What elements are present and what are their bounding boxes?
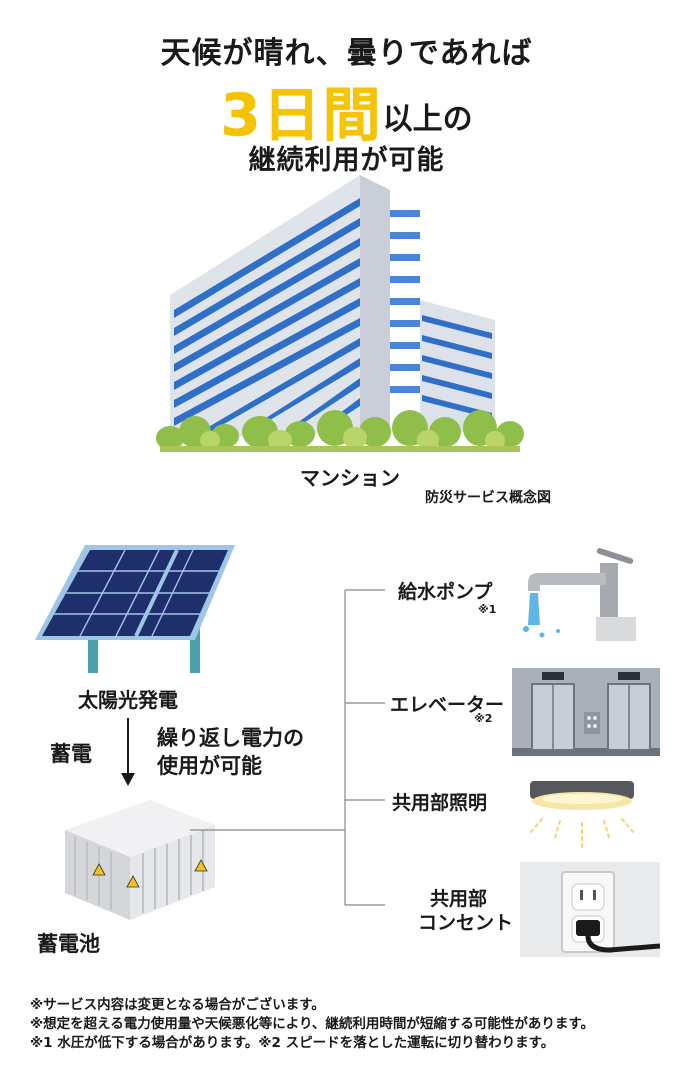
output-outlet-label-line1: 共用部 (430, 888, 488, 910)
reuse-label-line2: 使用が可能 (157, 754, 262, 778)
battery-illustration (65, 800, 215, 920)
output-water-pump-note: ※1 (478, 603, 497, 616)
headline-line2: 3日間以上の (0, 68, 693, 152)
output-lighting-label: 共用部照明 (392, 792, 488, 814)
headline-line3: 継続利用が可能 (248, 145, 445, 176)
solar-label: 太陽光発電 (78, 688, 178, 712)
output-outlet-label-line2: コンセント (418, 912, 514, 934)
headline-highlight: 3日間 (220, 81, 383, 149)
headline-line2-suffix: 以上の (382, 102, 473, 137)
elevator-icon (512, 668, 660, 756)
ceiling-light-icon (529, 781, 635, 848)
output-water-pump-label: 給水ポンプ (398, 581, 493, 603)
note-2: ※想定を超える電力使用量や天候悪化等により、継続利用時間が短縮する可能性がありま… (30, 1016, 595, 1032)
reuse-label-line1: 繰り返し電力の (157, 726, 304, 750)
building-label: マンション (300, 466, 400, 490)
output-elevator-label: エレベーター (390, 694, 505, 716)
output-elevator-note: ※2 (474, 712, 493, 725)
faucet-icon (523, 548, 636, 641)
charge-arrow (121, 718, 135, 786)
headline-line1: 天候が晴れ、曇りであれば (160, 36, 533, 71)
concept-label: 防災サービス概念図 (425, 490, 551, 506)
note-1: ※サービス内容は変更となる場合がございます。 (30, 997, 325, 1013)
note-3: ※1 水圧が低下する場合があります。※2 スピードを落とした運転に切り替わります… (30, 1035, 555, 1051)
battery-label: 蓄電池 (37, 932, 100, 956)
charge-label: 蓄電 (50, 742, 92, 766)
apartment-building-illustration (156, 175, 524, 452)
solar-panel-illustration (35, 545, 235, 673)
outlet-icon (520, 862, 660, 957)
